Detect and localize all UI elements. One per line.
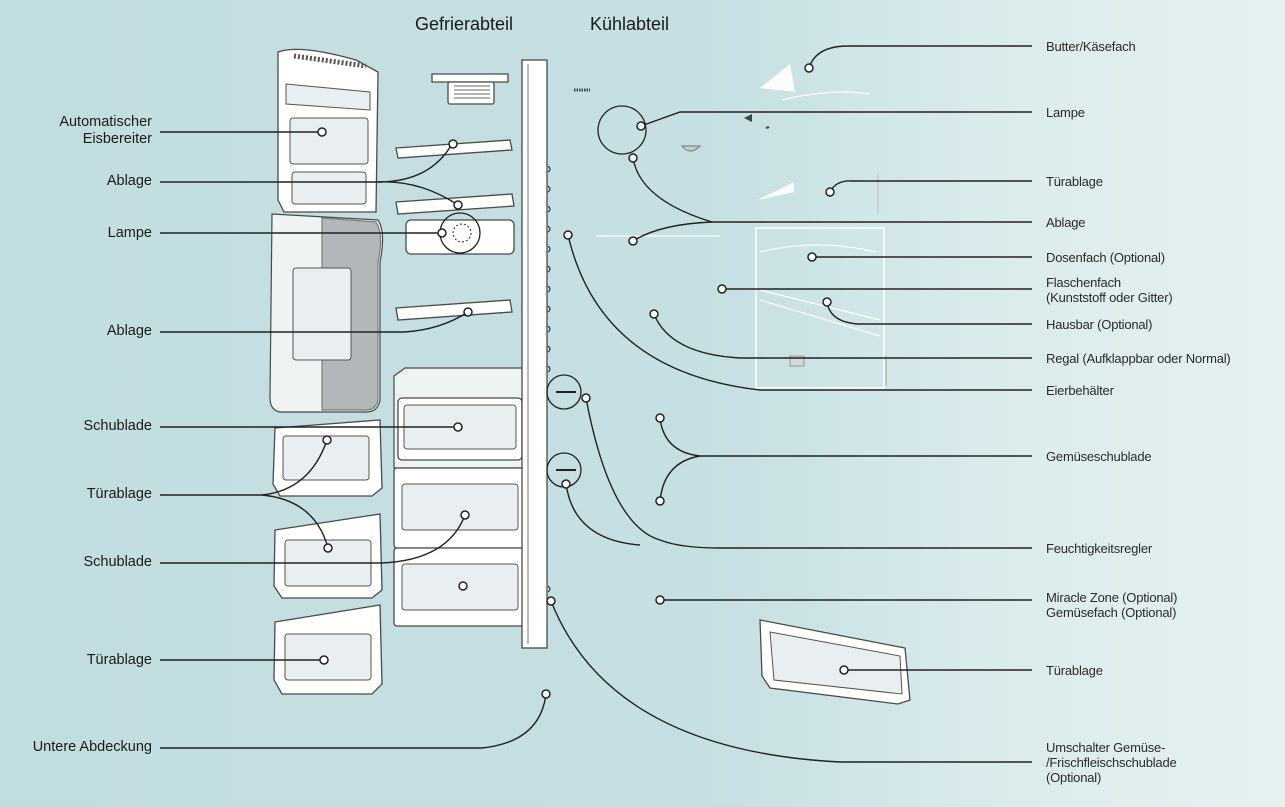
freezer-interior [393,73,528,627]
label-home-bar: Hausbar (Optional) [1046,317,1153,332]
label-humidity-control: Feuchtigkeitsregler [1046,541,1153,556]
label-left-drawer-1: Schublade [83,418,152,434]
label-bottom-cover: Untere Abdeckung [32,739,152,755]
center-divider [521,59,590,649]
label-right-lamp: Lampe [1046,105,1085,120]
freezer-heading: Gefrierabteil [415,14,514,34]
label-left-shelf-2: Ablage [106,323,152,339]
label-bottle-rack: Flaschenfach (Kunststoff oder Gitter) [1046,275,1173,305]
label-right-door-shelf-1: Türablage [1046,174,1103,189]
label-drawer-switch: Umschalter Gemüse- /Frischfleischschubla… [1046,740,1177,785]
leader-lines [160,45,1032,763]
label-left-lamp: Lampe [107,225,152,241]
pointer-dots [317,63,849,699]
label-left-door-shelf-2: Türablage [86,652,152,668]
label-egg-tray: Eierbehälter [1046,383,1114,398]
fridge-heading: Kühlabteil [590,14,670,34]
fridge-parts [596,64,911,705]
label-left-shelf-1: Ablage [106,173,152,189]
label-butter-cheese: Butter/Käsefach [1046,39,1136,54]
freezer-door-shelves [272,419,383,695]
label-right-shelf: Ablage [1046,215,1086,230]
freezer-door [269,48,384,413]
label-vegetable-drawer: Gemüseschublade [1046,449,1152,464]
label-left-drawer-2: Schublade [83,554,152,570]
label-can-holder: Dosenfach (Optional) [1046,250,1165,265]
label-ice-maker: Automatischer Eisbereiter [59,114,152,147]
label-miracle-zone: Miracle Zone (Optional) Gemüsefach (Opti… [1046,590,1178,620]
label-fold-shelf: Regal (Aufklappbar oder Normal) [1046,351,1231,366]
label-right-door-shelf-2: Türablage [1046,663,1103,678]
label-left-door-shelf-1: Türablage [86,486,152,502]
